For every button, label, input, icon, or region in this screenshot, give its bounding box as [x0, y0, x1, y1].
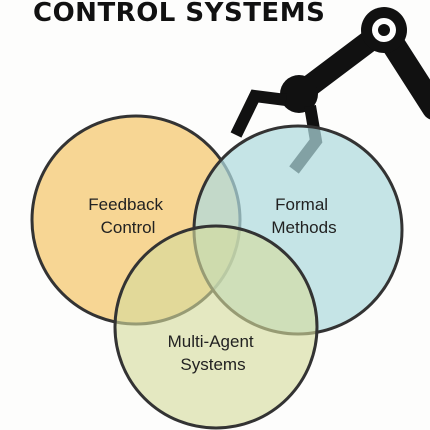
feedback-control-label: Feedback Control [88, 195, 167, 237]
formal-methods-label-line1: Formal [275, 195, 328, 214]
multi-agent-systems-label-line1: Multi-Agent [168, 332, 254, 351]
multi-agent-systems-label: Multi-Agent Systems [168, 332, 259, 374]
feedback-control-label-line1: Feedback [88, 195, 163, 214]
page-title: CONTROL SYSTEMS [33, 0, 326, 28]
multi-agent-systems-circle [113, 224, 319, 430]
feedback-control-label-line2: Control [101, 218, 156, 237]
multi-agent-systems-label-line2: Systems [180, 355, 245, 374]
formal-methods-label-line2: Methods [271, 218, 336, 237]
formal-methods-label: Formal Methods [271, 195, 336, 237]
